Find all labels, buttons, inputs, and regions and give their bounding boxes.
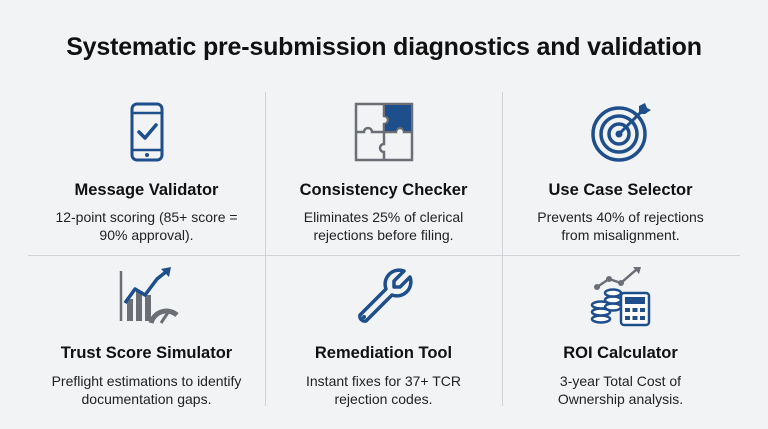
card-title: Use Case Selector (548, 181, 693, 199)
puzzle-icon (352, 100, 416, 164)
feature-card-message-validator: Message Validator 12-point scoring (85+ … (28, 92, 265, 247)
feature-card-roi-calculator: ROI Calculator 3-year Total Cost of Owne… (502, 92, 739, 407)
card-description: Instant fixes for 37+ TCR rejection code… (275, 372, 492, 408)
feature-card-trust-score-simulator: Trust Score Simulator Preflight estimati… (28, 92, 265, 407)
target-icon (589, 100, 653, 164)
grid-divider (502, 92, 503, 406)
card-description: Prevents 40% of rejections from misalign… (512, 208, 729, 244)
card-description-line: rejections before filing. (313, 227, 454, 243)
feature-card-remediation-tool: Remediation Tool Instant fixes for 37+ T… (265, 92, 502, 407)
coins-calculator-icon (589, 265, 653, 329)
card-description-line: documentation gaps. (81, 391, 212, 407)
grid-divider (28, 255, 740, 256)
card-title: Trust Score Simulator (60, 344, 233, 362)
card-description-line: Preflight estimations to identify (51, 373, 242, 389)
card-description-line: Ownership analysis. (557, 391, 684, 407)
card-description-line: from misalignment. (561, 227, 680, 243)
card-description: Preflight estimations to identify docume… (38, 372, 255, 408)
page-title: Systematic pre-submission diagnostics an… (66, 33, 702, 61)
feature-card-consistency-checker: Consistency Checker Eliminates 25% of cl… (265, 92, 502, 247)
card-description-line: Instant fixes for 37+ TCR (306, 373, 461, 389)
grid-divider (265, 92, 266, 406)
card-title: Remediation Tool (314, 344, 453, 362)
card-description: Eliminates 25% of clerical rejections be… (275, 208, 492, 244)
card-title: ROI Calculator (563, 344, 678, 362)
card-description: 12-point scoring (85+ score = 90% approv… (38, 208, 255, 244)
wrench-icon (352, 265, 416, 329)
card-description-line: Eliminates 25% of clerical (303, 209, 464, 225)
feature-card-use-case-selector: Use Case Selector Prevents 40% of reject… (502, 92, 739, 247)
chart-gauge-icon (115, 265, 179, 329)
card-title: Message Validator (74, 181, 219, 199)
smartphone-check-icon (115, 100, 179, 164)
card-description-line: Prevents 40% of rejections (537, 209, 704, 225)
card-description-line: 12-point scoring (85+ score = (55, 209, 238, 225)
card-description-line: 90% approval). (99, 227, 194, 243)
card-description: 3-year Total Cost of Ownership analysis. (512, 372, 729, 408)
feature-grid: Message Validator 12-point scoring (85+ … (28, 92, 740, 407)
card-title: Consistency Checker (299, 181, 468, 199)
card-description-line: 3-year Total Cost of (559, 373, 682, 389)
card-description-line: rejection codes. (334, 391, 433, 407)
